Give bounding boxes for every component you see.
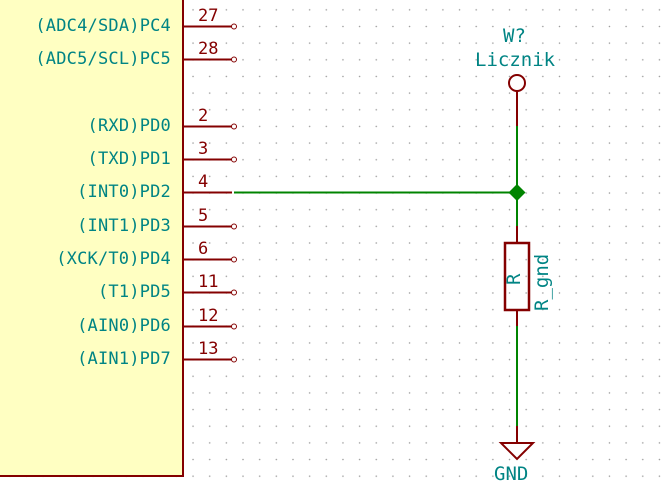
resistor-value: R_gnd xyxy=(531,253,553,311)
connector-reference: W? xyxy=(503,25,526,47)
unconnected-pin-end-icon[interactable] xyxy=(231,289,237,296)
unconnected-pin-end-icon[interactable] xyxy=(231,156,237,163)
pin-number: 5 xyxy=(198,206,209,226)
gnd-symbol-icon[interactable] xyxy=(498,442,536,461)
unconnected-pin-end-icon[interactable] xyxy=(231,223,237,230)
pin-label: (INT0)PD2 xyxy=(77,182,171,202)
connector-pin-circle[interactable] xyxy=(508,74,526,92)
unconnected-pin-end-icon[interactable] xyxy=(231,23,237,30)
pin-label: (ADC4/SDA)PC4 xyxy=(35,16,171,36)
pin-label: (XCK/T0)PD4 xyxy=(56,249,171,269)
pin-number: 11 xyxy=(198,272,219,292)
pin-label: (INT1)PD3 xyxy=(77,216,171,236)
pin-number: 6 xyxy=(198,239,209,259)
pin-label: (ADC5/SCL)PC5 xyxy=(35,49,171,69)
pin-number: 13 xyxy=(198,339,219,359)
pin-number: 3 xyxy=(198,139,209,159)
pin-number: 4 xyxy=(198,172,209,192)
pin-number: 12 xyxy=(198,306,219,326)
unconnected-pin-end-icon[interactable] xyxy=(231,323,237,330)
junction-dot xyxy=(508,184,526,201)
pin-number: 28 xyxy=(198,39,219,59)
pin-label: (AIN0)PD6 xyxy=(77,316,171,336)
unconnected-pin-end-icon[interactable] xyxy=(231,256,237,263)
resistor-reference: R xyxy=(503,273,525,285)
connector-value: Licznik xyxy=(475,49,556,71)
unconnected-pin-end-icon[interactable] xyxy=(231,123,237,130)
pin-number: 2 xyxy=(198,106,209,126)
pin-label: (AIN1)PD7 xyxy=(77,349,171,369)
pin-number: 27 xyxy=(198,6,219,26)
pin-label: (TXD)PD1 xyxy=(87,149,171,169)
unconnected-pin-end-icon[interactable] xyxy=(231,356,237,363)
unconnected-pin-end-icon[interactable] xyxy=(231,56,237,63)
pin-label: (RXD)PD0 xyxy=(87,116,171,136)
pin-label: (T1)PD5 xyxy=(97,282,171,302)
gnd-label: GND xyxy=(494,463,529,485)
mcu-symbol-body[interactable] xyxy=(0,0,184,477)
